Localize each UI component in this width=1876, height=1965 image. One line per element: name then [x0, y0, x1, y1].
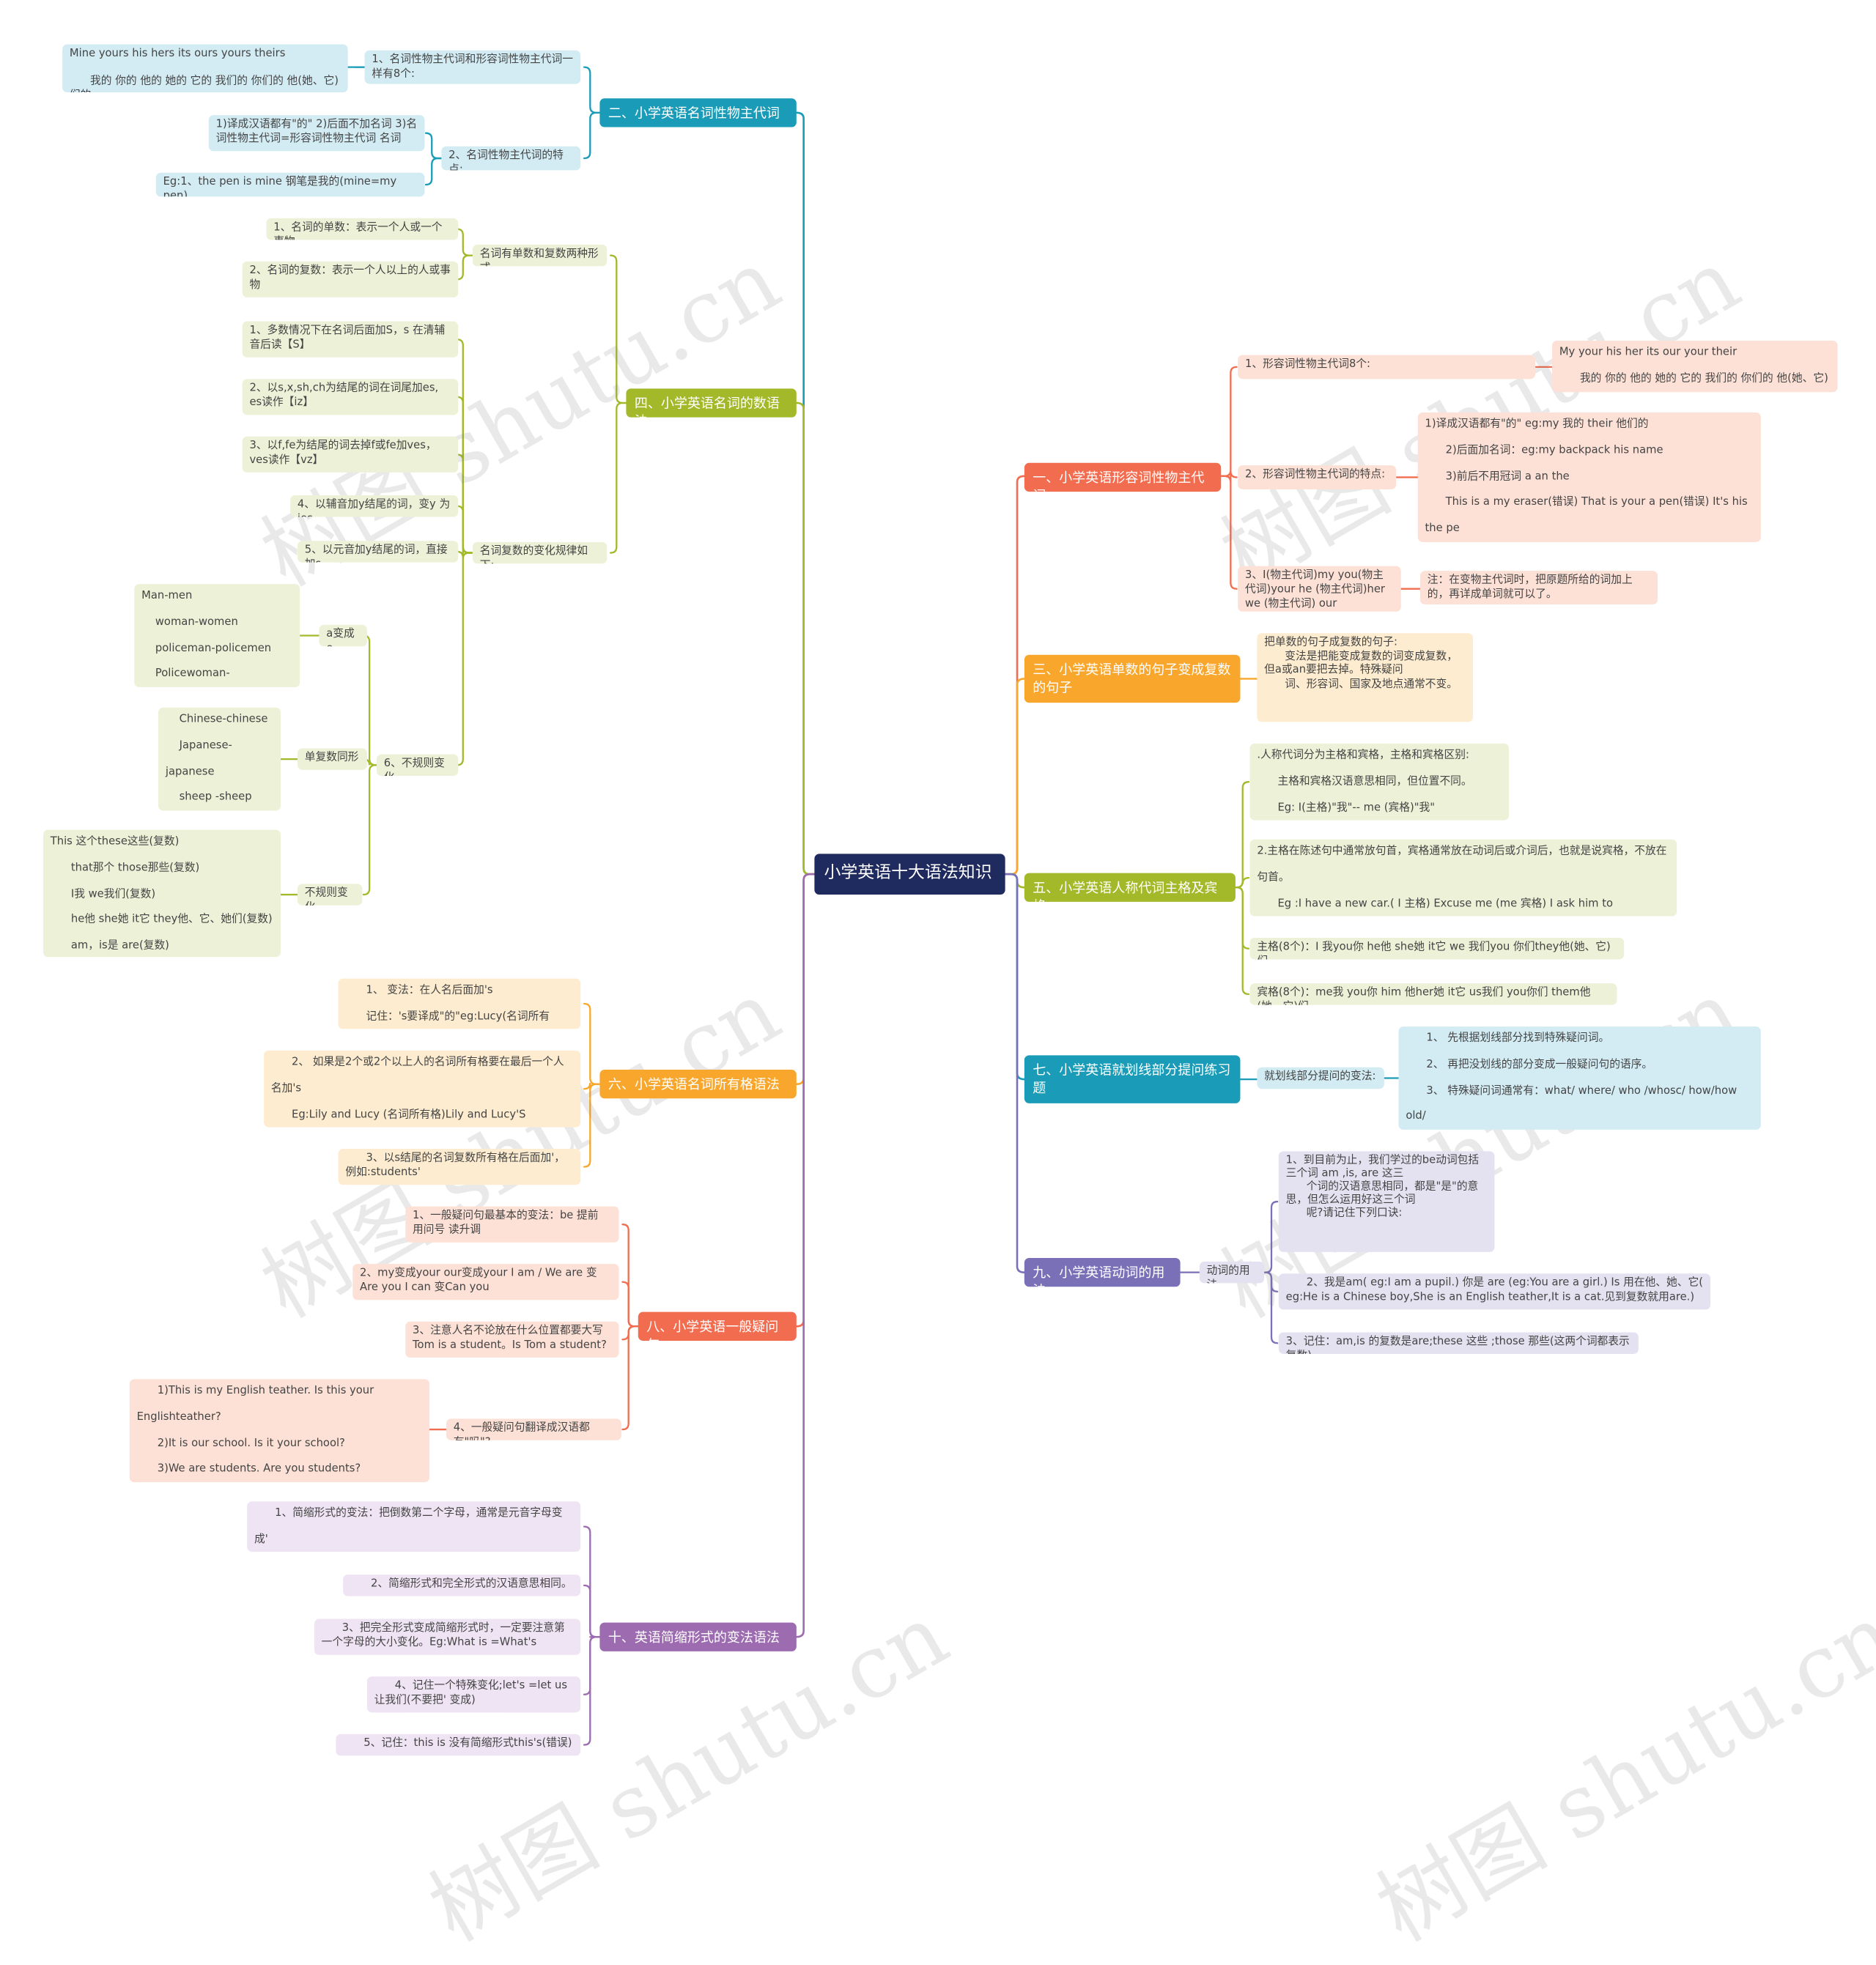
- branch-7-question-practice[interactable]: 七、小学英语就划线部分提问练习题: [1024, 1055, 1241, 1103]
- b4-rule-1[interactable]: 1、多数情况下在名词后面加S，s 在清辅音后读【S】: [242, 321, 459, 358]
- b10-topic-2[interactable]: 2、简缩形式和完全形式的汉语意思相同。: [343, 1574, 581, 1596]
- b4-rule-6[interactable]: 6、不规则变化: [376, 754, 459, 777]
- b4-a-to-e-label[interactable]: a变成e: [319, 624, 367, 647]
- b4-irregular-detail[interactable]: This 这个these这些(复数) that那个 those那些(复数) I我…: [43, 829, 281, 958]
- b9-topic-3[interactable]: 3、记住：am,is 的复数是are;these 这些 ;those 那些(这两…: [1278, 1332, 1639, 1354]
- b1-topic-2[interactable]: 2、形容词性物主代词的特点:: [1238, 465, 1397, 489]
- root-topic[interactable]: 小学英语十大语法知识: [814, 854, 1005, 895]
- b4-same-form-label[interactable]: 单复数同形: [297, 748, 367, 770]
- b5-subject-case[interactable]: 主格(8个)：I 我you你 he他 she她 it它 we 我们you 你们t…: [1249, 937, 1625, 960]
- b2-topic-2-detail-1[interactable]: 1)译成汉语都有"的" 2)后面不加名词 3)名词性物主代词=形容词性物主代词 …: [208, 115, 425, 152]
- b4-group-1-item-1[interactable]: 1、名词的单数：表示一个人或一个事物: [266, 218, 459, 240]
- b6-topic-1[interactable]: 1、 变法：在人名后面加's 记住：'s要译成"的"eg:Lucy(名词所有格)…: [338, 978, 581, 1029]
- branch-2-noun-possessive[interactable]: 二、小学英语名词性物主代词: [599, 98, 797, 127]
- b5-topic-2[interactable]: 2.主格在陈述句中通常放句首，宾格通常放在动词后或介词后，也就是说宾格，不放在句…: [1249, 839, 1677, 917]
- b6-topic-2[interactable]: 2、 如果是2个或2个以上人的名词所有格要在最后一个人名加's Eg:Lily …: [264, 1050, 581, 1128]
- b4-rule-3[interactable]: 3、以f,fe为结尾的词去掉f或fe加ves，ves读作【vz】: [242, 436, 459, 473]
- b1-topic-2-detail[interactable]: 1)译成汉语都有"的" eg:my 我的 their 他们的 2)后面加名词：e…: [1417, 412, 1761, 542]
- b5-object-case[interactable]: 宾格(8个)：me我 you你 him 他her她 it它 us我们 you你们…: [1249, 983, 1617, 1005]
- b2-topic-1-detail[interactable]: Mine yours his hers its ours yours their…: [62, 44, 348, 93]
- b2-topic-2[interactable]: 2、名词性物主代词的特点:: [441, 146, 581, 171]
- b1-topic-1[interactable]: 1、形容词性物主代词8个:: [1238, 355, 1536, 380]
- b1-topic-3[interactable]: 3、I(物主代词)my you(物主代词)your he (物主代词)her w…: [1238, 566, 1401, 612]
- b4-group-2[interactable]: 名词复数的变化规律如下:: [472, 541, 608, 564]
- b9-topic-1[interactable]: 1、到目前为止，我们学过的be动词包括三个词 am ,is, are 这三 个词…: [1278, 1151, 1495, 1252]
- b1-topic-1-detail[interactable]: My your his her its our your their 我的 你的…: [1552, 340, 1838, 393]
- b4-rule-5[interactable]: 5、以元音加y结尾的词，直接加s: [297, 541, 459, 563]
- b6-topic-3[interactable]: 3、以s结尾的名词复数所有格在后面加'，例如:students': [338, 1149, 581, 1185]
- b8-topic-4[interactable]: 4、一般疑问句翻译成汉语都有"吗"?: [446, 1418, 621, 1440]
- branch-10-contractions[interactable]: 十、英语简缩形式的变法语法: [599, 1622, 797, 1651]
- branch-9-verb-usage[interactable]: 九、小学英语动词的用法: [1024, 1258, 1181, 1287]
- b4-a-to-e-detail[interactable]: Man-men woman-women policeman-policemen …: [134, 584, 300, 687]
- b8-topic-1[interactable]: 1、一般疑问句最基本的变法：be 提前 用问号 读升调: [405, 1206, 619, 1243]
- b9-group[interactable]: 动词的用法: [1199, 1261, 1265, 1284]
- mind-map-canvas: 树图 shutu.cn 树图 shutu.cn 树图 shutu.cn 树图 s…: [43, 44, 1876, 1961]
- b8-topic-2[interactable]: 2、my变成your our变成your I am / We are 变Are …: [352, 1264, 619, 1300]
- connector-lines: [279, 66, 1554, 1746]
- b8-topic-4-detail[interactable]: 1)This is my English teather. Is this yo…: [129, 1379, 429, 1483]
- b1-topic-3-detail[interactable]: 注：在变物主代词时，把原题所给的词加上的，再详成单词就可以了。: [1419, 571, 1658, 604]
- b10-topic-1[interactable]: 1、简缩形式的变法：把倒数第二个字母，通常是元音字母变成' 但are除外，are…: [247, 1501, 581, 1553]
- b7-group[interactable]: 就划线部分提问的变法:: [1257, 1067, 1384, 1089]
- b9-topic-2[interactable]: 2、我是am( eg:I am a pupil.) 你是 are (eg:You…: [1278, 1273, 1711, 1310]
- b4-irregular-label[interactable]: 不规则变化: [297, 884, 363, 906]
- b3-detail[interactable]: 把单数的句子成复数的句子: 变法是把能变成复数的词变成复数，但a或an要把去掉。…: [1257, 633, 1473, 722]
- b4-group-1[interactable]: 名词有单数和复数两种形式: [472, 244, 608, 267]
- b10-topic-5[interactable]: 5、记住：this is 没有简缩形式this's(错误): [336, 1733, 581, 1756]
- b2-topic-2-detail-2[interactable]: Eg:1、the pen is mine 钢笔是我的(mine=my pen): [155, 172, 425, 197]
- branch-4-noun-number[interactable]: 四、小学英语名词的数语法: [626, 388, 797, 418]
- b4-rule-2[interactable]: 2、以s,x,sh,ch为结尾的词在词尾加es, es读作【iz】: [242, 379, 459, 415]
- branch-6-noun-possessive-case[interactable]: 六、小学英语名词所有格语法: [599, 1070, 797, 1099]
- branch-8-general-question[interactable]: 八、小学英语一般疑问句: [638, 1311, 797, 1341]
- branch-5-personal-pronouns[interactable]: 五、小学英语人称代词主格及宾格: [1024, 873, 1236, 902]
- b7-detail[interactable]: 1、 先根据划线部分找到特殊疑问词。 2、 再把没划线的部分变成一般疑问句的语序…: [1398, 1026, 1761, 1130]
- branch-3-singular-plural[interactable]: 三、小学英语单数的句子变成复数的句子: [1024, 654, 1241, 703]
- b8-topic-3[interactable]: 3、注意人名不论放在什么位置都要大写 Tom is a student。Is T…: [405, 1321, 619, 1358]
- b4-same-form-detail[interactable]: Chinese-chinese Japanese-japanese sheep …: [158, 707, 281, 811]
- b4-rule-4[interactable]: 4、以辅音加y结尾的词，变y 为ies: [290, 495, 459, 517]
- b10-topic-4[interactable]: 4、记住一个特殊变化;let's =let us 让我们(不要把' 变成): [366, 1676, 581, 1713]
- b4-group-1-item-2[interactable]: 2、名词的复数：表示一个人以上的人或事物: [242, 261, 459, 297]
- b2-topic-1[interactable]: 1、名词性物主代词和形容词性物主代词一样有8个:: [364, 50, 581, 84]
- branch-1-adjective-possessive[interactable]: 一、小学英语形容词性物主代词: [1024, 462, 1222, 492]
- b10-topic-3[interactable]: 3、把完全形式变成简缩形式时，一定要注意第一个字母的大小变化。Eg:What i…: [314, 1618, 581, 1655]
- b5-topic-1[interactable]: .人称代词分为主格和宾格，主格和宾格区别: 主格和宾格汉语意思相同，但位置不同。…: [1249, 743, 1510, 821]
